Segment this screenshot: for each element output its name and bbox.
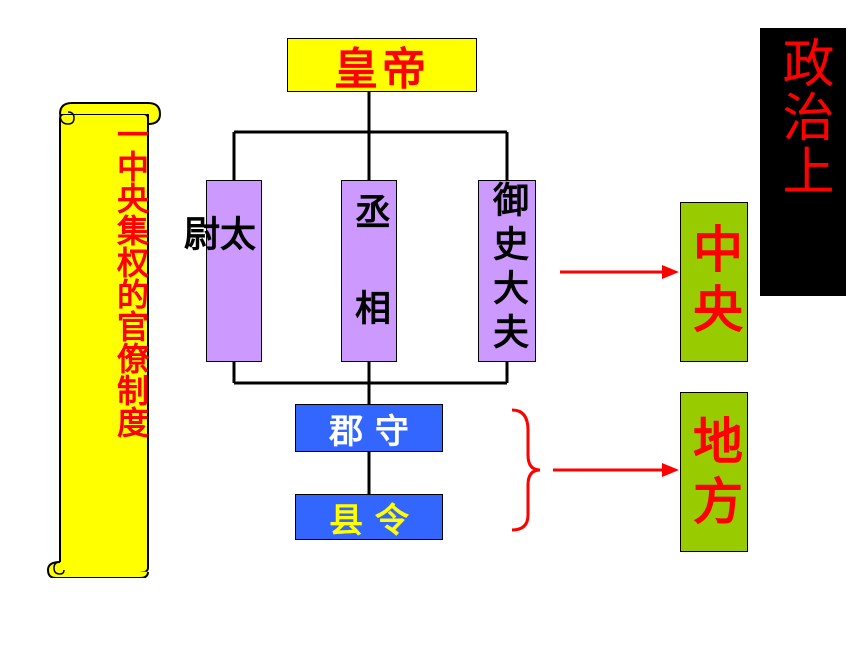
- local-brace: [511, 408, 541, 532]
- local-label-box: 地方: [680, 392, 748, 552]
- xianling-label: 县 令: [329, 500, 409, 541]
- local-box-junshou: 郡 守: [295, 404, 443, 452]
- official-box-taiwei: 太尉: [178, 180, 262, 362]
- scroll-title: 一中央集权的官僚制度: [112, 118, 150, 438]
- official-box-yushidafu: 御史大夫: [478, 180, 536, 362]
- side-title-box: 政治上: [760, 28, 846, 296]
- title-scroll: 一中央集权的官僚制度: [40, 100, 165, 578]
- official-chengxiang-text: 丞相: [349, 193, 390, 385]
- emperor-box: 皇帝: [287, 38, 477, 95]
- scroll-shape: [46, 102, 162, 578]
- official-label-taiwei: 太尉: [178, 193, 261, 333]
- emperor-label: 皇帝: [334, 44, 430, 95]
- official-box-chengxiang: 丞相: [341, 180, 397, 385]
- central-box: 中央: [680, 202, 748, 362]
- junshou-label: 郡 守: [329, 411, 409, 452]
- side-title: 政治上: [773, 36, 833, 198]
- local-box-xianling: 县 令: [295, 494, 443, 541]
- official-taiwei-text: 太尉: [178, 215, 255, 311]
- official-yushidafu-text: 御史大夫: [487, 181, 528, 357]
- local-label: 地方: [685, 415, 743, 535]
- central-label: 中央: [685, 223, 743, 343]
